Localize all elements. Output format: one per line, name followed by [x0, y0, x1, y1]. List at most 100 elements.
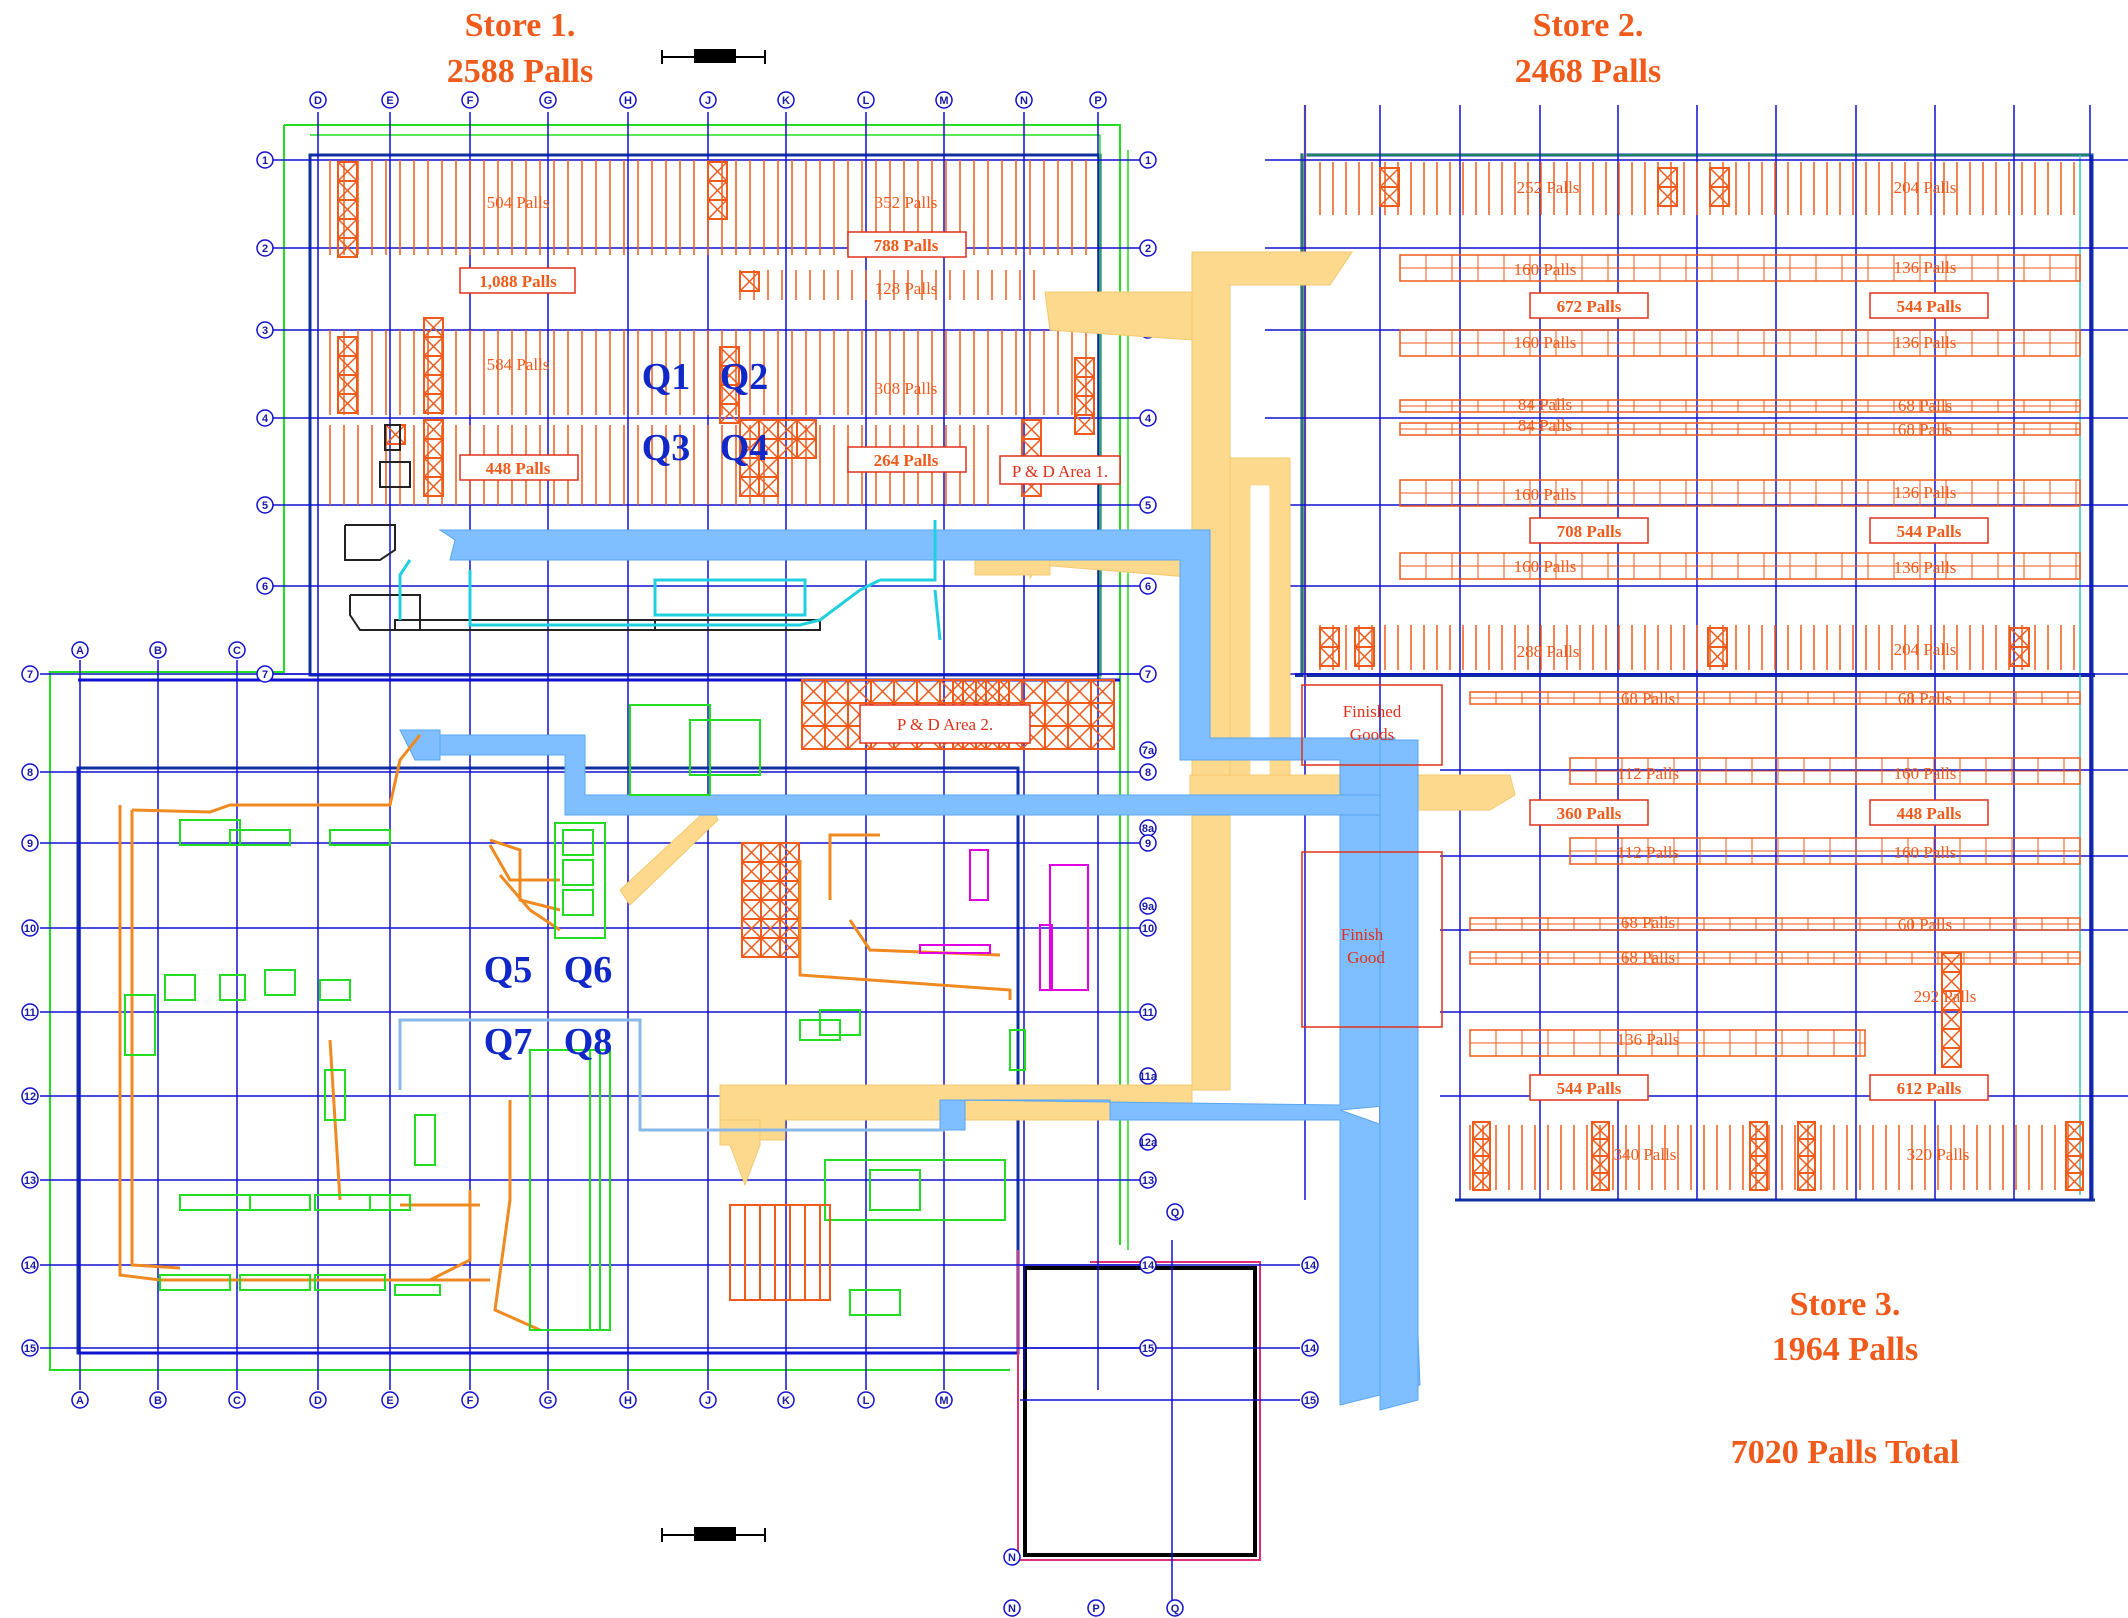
grid-bubble	[1139, 1003, 1157, 1021]
pallet-label: 84 Palls	[1518, 395, 1572, 414]
grid-column-label: H	[624, 95, 632, 107]
grid-bubble	[1139, 577, 1157, 595]
svg-text:Q: Q	[1171, 1207, 1180, 1219]
grid-bubble	[149, 1391, 167, 1409]
grid-row-label: 14	[24, 1260, 37, 1272]
pallet-label: 204 Palls	[1894, 640, 1957, 659]
grid-row-label: 15	[1142, 1343, 1154, 1355]
grid-bubble	[256, 151, 274, 169]
grid-bubble	[256, 239, 274, 257]
quality-zone-q2: Q2	[720, 356, 769, 398]
grid-bubble	[228, 641, 246, 659]
grid-column-label: L	[863, 95, 870, 107]
grid-column-label: G	[544, 1395, 553, 1407]
grid-column-label: A	[76, 1395, 84, 1407]
grid-column-label: J	[705, 95, 711, 107]
grid-bubble	[935, 91, 953, 109]
grid-bubble	[619, 1391, 637, 1409]
pallet-label: 320 Palls	[1907, 1145, 1970, 1164]
grid-bubble	[1139, 763, 1157, 781]
grid-column-label: C	[233, 645, 241, 657]
grid-row-label: 3	[262, 325, 268, 337]
pallet-label: 68 Palls	[1898, 396, 1952, 415]
grid-bubble	[777, 91, 795, 109]
grid-column-label: H	[624, 1395, 632, 1407]
grid-bubble	[381, 91, 399, 109]
grid-row-label: 7a	[1142, 745, 1155, 757]
grid-column-label: D	[314, 95, 322, 107]
finished-goods-label: Goods	[1350, 725, 1394, 744]
store2-racking	[1319, 162, 2081, 1190]
grid-row-label: 7	[27, 669, 33, 681]
pallet-label: 68 Palls	[1621, 689, 1675, 708]
grid-column-label: N	[1020, 95, 1028, 107]
grid-row-label: 11	[24, 1007, 36, 1019]
grid-column-label: E	[386, 95, 393, 107]
grid-row-label: 11a	[1139, 1071, 1158, 1083]
grid-bubble	[1139, 1171, 1157, 1189]
finished-goods-label: Finish	[1341, 925, 1384, 944]
svg-text:14: 14	[1304, 1260, 1317, 1272]
finished-goods-label: Good	[1347, 948, 1385, 967]
grid-bubble	[1139, 1256, 1157, 1274]
pallet-label: 68 Palls	[1898, 420, 1952, 439]
scale-bar-top	[661, 49, 766, 64]
grid-bubble	[1166, 1599, 1184, 1617]
grid-bubble	[1139, 834, 1157, 852]
grid-row-label: 8	[27, 767, 33, 779]
grid-bubble	[1089, 91, 1107, 109]
grid-bubble	[1139, 496, 1157, 514]
grid-row-label: 12a	[1139, 1137, 1158, 1149]
grid-bubble	[381, 1391, 399, 1409]
pallet-label: 136 Palls	[1894, 558, 1957, 577]
pallet-label: 252 Palls	[1517, 178, 1580, 197]
pallet-label: 136 Palls	[1894, 333, 1957, 352]
grid-column-label: P	[1094, 95, 1101, 107]
grid-column-label: K	[782, 95, 790, 107]
scale-bar-bottom	[661, 1527, 766, 1542]
grid-row-label: 9	[27, 838, 33, 850]
grid-bubble	[1139, 897, 1157, 915]
grid-row-label: 13	[24, 1175, 36, 1187]
grid-bubble	[619, 91, 637, 109]
svg-text:N: N	[1008, 1552, 1016, 1564]
grid-row-label: 12	[24, 1091, 36, 1103]
pallet-total-label: 448 Palls	[1897, 804, 1962, 823]
pallet-total-label: 360 Palls	[1557, 804, 1622, 823]
grid-column-label: F	[467, 95, 474, 107]
store2-pallet-labels: 252 Palls 204 Palls 160 Palls 136 Palls …	[1514, 178, 1989, 661]
grid-bubble	[1139, 1133, 1157, 1151]
grid-bubble	[857, 1391, 875, 1409]
grid-bubble	[699, 1391, 717, 1409]
grid-row-label: 7	[1145, 669, 1151, 681]
grid-column-label: P	[1092, 1603, 1099, 1615]
grid-column-label: M	[939, 95, 948, 107]
grid-row-label: 8	[1145, 767, 1151, 779]
quality-zone-q3: Q3	[642, 427, 691, 469]
grid-bubble	[309, 1391, 327, 1409]
grid-bubble	[539, 1391, 557, 1409]
store1-title: Store 1.	[465, 7, 576, 44]
grid-row-label: 2	[262, 243, 268, 255]
grid-column-label: B	[154, 1395, 162, 1407]
pd-area-boxes	[859, 455, 1121, 744]
grid-row-label: 11	[1142, 1007, 1154, 1019]
grid-bubble	[1003, 1599, 1021, 1617]
grid-row-label: 13	[1142, 1175, 1154, 1187]
cyan-conveyor	[398, 520, 942, 641]
grid-bubble	[1087, 1599, 1105, 1617]
grid-bubble	[21, 665, 39, 683]
store3-total: 1964 Palls	[1772, 1331, 1918, 1368]
grid-bubble	[21, 763, 39, 781]
grid-row-label: 6	[262, 581, 268, 593]
grid-row-label: 8a	[1142, 823, 1155, 835]
grid-bubble	[71, 641, 89, 659]
grid-row-label: 5	[262, 500, 268, 512]
pallet-label: 288 Palls	[1517, 642, 1580, 661]
pallet-total-label: 708 Palls	[1557, 522, 1622, 541]
pallet-total-label: 544 Palls	[1897, 297, 1962, 316]
grid-bubble	[1139, 239, 1157, 257]
grid-column-label: E	[386, 1395, 393, 1407]
quality-zone-q8: Q8	[564, 1021, 613, 1063]
